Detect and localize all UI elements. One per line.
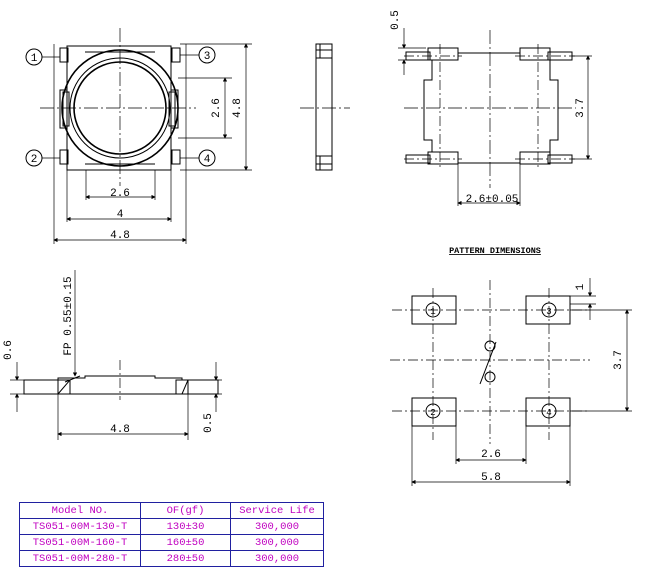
dim-top-4-8-v: 4.8 <box>232 98 244 118</box>
dim-pattern-1: 1 <box>575 283 587 290</box>
table-row: TS051-00M-160-T 160±50 300,000 <box>19 534 324 551</box>
pin-2-label: 2 <box>31 154 38 166</box>
cell-life: 300,000 <box>230 534 324 551</box>
pattern-pin-2: 2 <box>430 408 435 418</box>
dim-side-0-5: 0.5 <box>203 413 215 433</box>
pin-1-label: 1 <box>31 53 38 65</box>
pattern-title: PATTERN DIMENSIONS <box>449 246 541 256</box>
edge-view <box>300 43 350 171</box>
pattern-pin-4: 4 <box>546 408 551 418</box>
dim-top-4-h: 4 <box>117 209 124 221</box>
table-row: TS051-00M-130-T 130±30 300,000 <box>19 518 324 535</box>
cell-model: TS051-00M-160-T <box>19 534 141 551</box>
dim-side-4-8: 4.8 <box>110 424 130 436</box>
dim-pattern-3-7: 3.7 <box>613 350 625 370</box>
cell-life: 300,000 <box>230 518 324 535</box>
cell-of: 160±50 <box>140 534 231 551</box>
pin-3-label: 3 <box>204 51 211 63</box>
pin-labels-top: 1 2 3 4 <box>25 46 216 167</box>
header-of: OF(gf) <box>140 502 231 519</box>
side-profile-dimensions <box>10 270 222 440</box>
pattern-view <box>390 280 590 444</box>
dim-top-2-6-h: 2.6 <box>110 188 130 200</box>
pattern-pin-1: 1 <box>430 307 435 317</box>
cell-of: 130±30 <box>140 518 231 535</box>
top-view-dimensions <box>53 43 252 244</box>
dim-top-2-6-v: 2.6 <box>211 98 223 118</box>
dim-pattern-5-8: 5.8 <box>481 472 501 484</box>
header-life: Service Life <box>230 502 324 519</box>
spec-table-header: Model NO. OF(gf) Service Life <box>19 502 324 519</box>
header-model: Model NO. <box>19 502 141 519</box>
bottom-view-dimensions <box>398 28 592 206</box>
bottom-view <box>404 30 576 188</box>
dim-top-4-8-h: 4.8 <box>110 230 130 242</box>
dim-side-0-6: 0.6 <box>3 340 15 360</box>
cell-life: 300,000 <box>230 550 324 567</box>
dim-bottom-0-5: 0.5 <box>390 10 402 30</box>
cell-model: TS051-00M-130-T <box>19 518 141 535</box>
top-view <box>40 28 196 186</box>
dim-pattern-2-6: 2.6 <box>481 449 501 461</box>
dim-bottom-3-7: 3.7 <box>575 98 587 118</box>
cell-model: TS051-00M-280-T <box>19 550 141 567</box>
table-row: TS051-00M-280-T 280±50 300,000 <box>19 550 324 567</box>
cell-of: 280±50 <box>140 550 231 567</box>
pattern-pin-3: 3 <box>546 307 551 317</box>
pin-4-label: 4 <box>204 154 211 166</box>
dim-side-fp: FP 0.55±0.15 <box>63 276 75 355</box>
dim-bottom-pitch: 2.6±0.05 <box>466 194 519 206</box>
spec-table: Model NO. OF(gf) Service Life TS051-00M-… <box>19 502 324 567</box>
pattern-dimensions <box>411 278 632 486</box>
